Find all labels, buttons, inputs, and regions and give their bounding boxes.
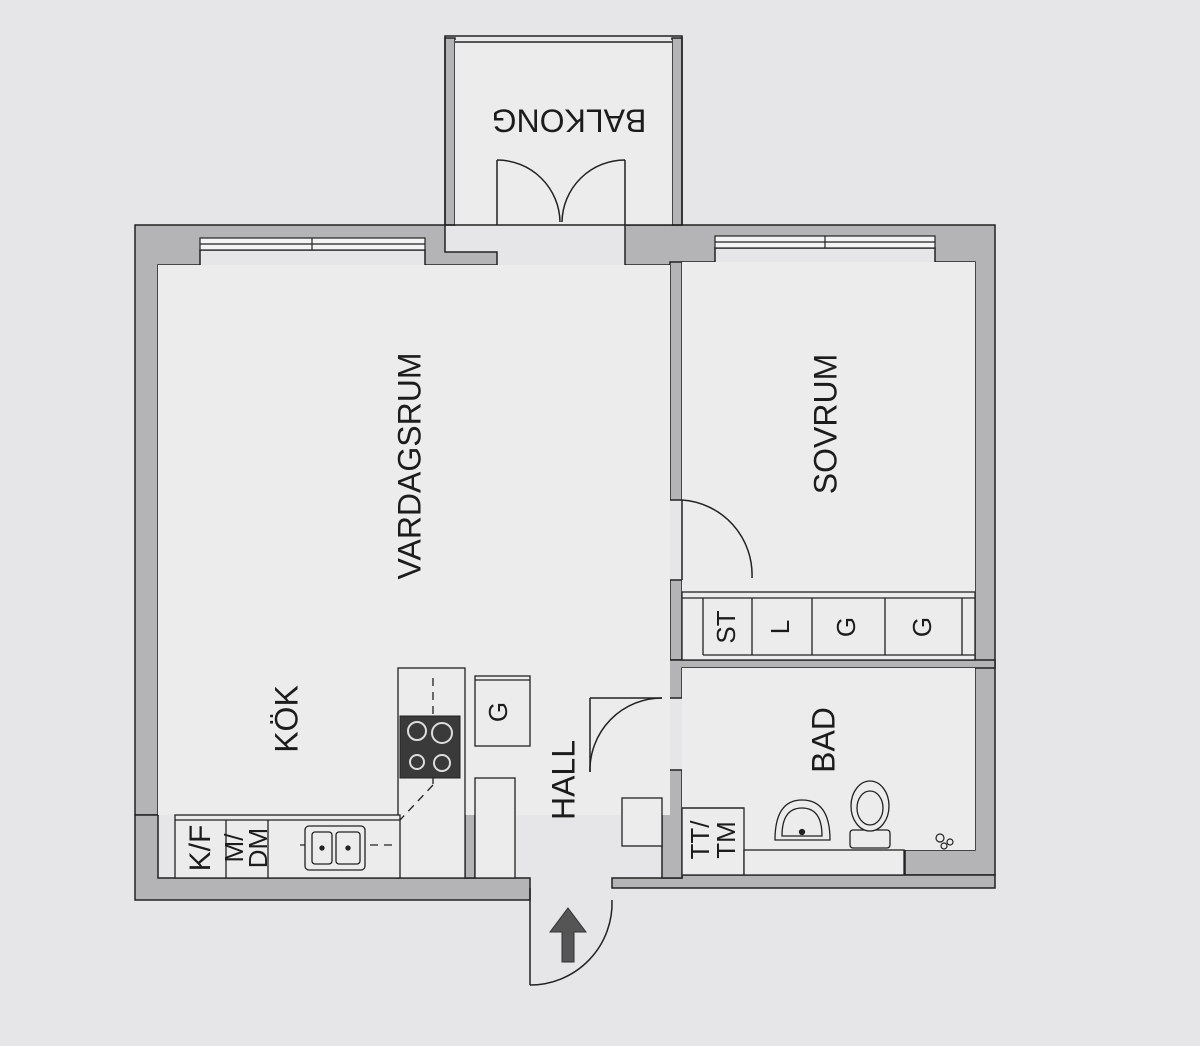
living-room-label: VARDAGSRUM (391, 353, 427, 580)
kitchen-label: KÖK (268, 685, 304, 753)
fridge-freezer-label: K/F (184, 825, 217, 872)
drain-icon (935, 833, 954, 850)
entrance-door (529, 888, 613, 986)
wardrobe-l-label: L (765, 620, 795, 634)
washer-dryer-label-line1: TT/ (685, 820, 715, 860)
windows (199, 235, 936, 251)
balcony-outline (444, 35, 683, 226)
balcony-label: BALKONG (492, 103, 647, 139)
washer-dryer-label-line2: TM (711, 821, 741, 859)
microwave-dishwasher-label-line2: DM (243, 828, 273, 868)
hall-cabinets (474, 777, 663, 879)
wardrobe-g1-label: G (831, 617, 861, 637)
entrance-arrow-icon (549, 907, 587, 963)
washbasin-icon (774, 799, 831, 841)
bathroom-door (589, 697, 663, 773)
stove-icon (399, 715, 461, 779)
wardrobe-st-label: ST (711, 610, 741, 643)
toilet-icon (849, 780, 891, 849)
hall-label: HALL (545, 740, 581, 820)
hall-wardrobe-label: G (483, 702, 513, 722)
balcony-door (496, 159, 626, 225)
hall-wardrobe (474, 675, 531, 747)
bathroom-fixtures (681, 807, 905, 876)
floors (158, 40, 975, 850)
bedroom-door (681, 499, 753, 580)
microwave-dishwasher-label-line1: M/ (219, 833, 249, 863)
bedroom-label: SOVRUM (807, 354, 843, 494)
wardrobe-g2-label: G (907, 617, 937, 637)
bathroom-label: BAD (805, 707, 841, 773)
sink-icon (304, 825, 366, 871)
bedroom-wardrobes (681, 591, 976, 661)
